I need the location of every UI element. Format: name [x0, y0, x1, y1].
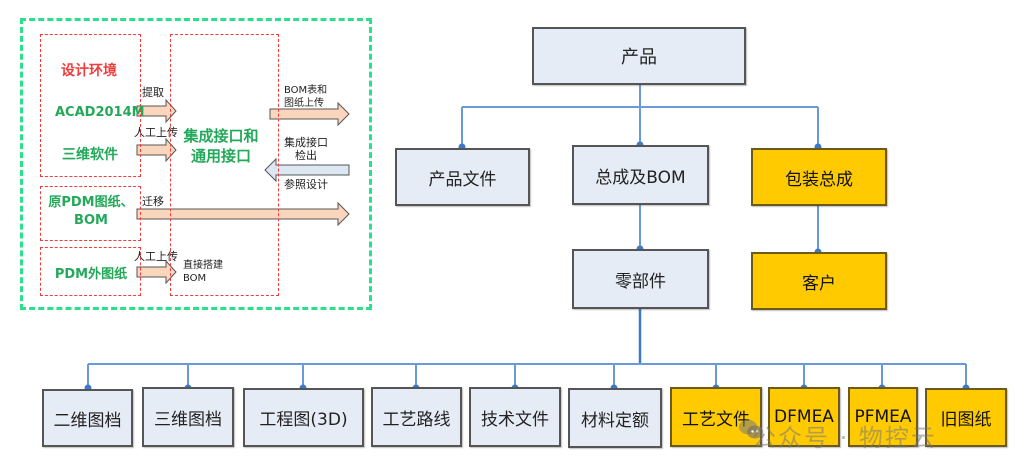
bom-upload-label: BOM表和图纸上传 — [284, 85, 328, 109]
tree-node-label: 产品文件 — [428, 169, 497, 190]
tree-node-technical-docs: 技术文件 — [469, 387, 561, 447]
tree-node-label: 旧图纸 — [940, 410, 992, 430]
tree-node-label: 包装总成 — [785, 169, 853, 190]
tree-node-assembly-bom: 总成及BOM — [572, 145, 709, 205]
manual-upload-label-1: 人工上传 — [134, 126, 178, 139]
tree-node-label: 总成及BOM — [595, 167, 686, 188]
tree-node-3d-drawings: 三维图档 — [142, 387, 234, 447]
tree-node-label: 零部件 — [615, 271, 666, 292]
tree-node-dfmea: DFMEA — [768, 387, 840, 447]
tree-node-2d-drawings: 二维图档 — [42, 389, 133, 447]
tree-node-process-docs: 工艺文件 — [670, 387, 762, 447]
tree-node-label: 材料定额 — [581, 410, 649, 431]
legacy-pdm-frame — [40, 186, 141, 241]
tree-node-old-drawings: 旧图纸 — [925, 388, 1007, 447]
tree-node-label: DFMEA — [774, 407, 834, 427]
migrate-label: 迁移 — [142, 195, 164, 208]
tree-node-customer: 客户 — [751, 252, 887, 310]
wechat-icon — [739, 419, 763, 439]
tree-node-label: 工程图(3D) — [259, 410, 348, 430]
tree-node-label: 工艺文件 — [682, 409, 750, 430]
external-pdm-label: PDM外图纸 — [54, 267, 128, 282]
tree-node-process-route: 工艺路线 — [371, 387, 462, 447]
tree-node-label: PFMEA — [854, 407, 912, 427]
tree-node-label: 工艺路线 — [382, 409, 451, 430]
tree-node-pfmea: PFMEA — [848, 387, 918, 447]
tree-node-product: 产品 — [532, 27, 746, 85]
tree-node-label: 三维图档 — [154, 409, 222, 430]
integration-interface-label: 集成接口和通用接口 — [183, 127, 259, 165]
tree-node-label: 二维图档 — [53, 410, 122, 431]
design-env-title: 设计环境 — [61, 63, 117, 79]
tree-node-parts: 零部件 — [572, 249, 709, 309]
tree-node-engineering-drawing: 工程图(3D) — [243, 388, 364, 447]
legacy-pdm-label: 原PDM图纸、BOM — [48, 195, 134, 228]
arrow-extract — [136, 98, 177, 124]
direct-build-bom-label: 直接搭建BOM — [183, 260, 223, 284]
design-env-frame — [40, 34, 141, 177]
integration-panel-frame — [20, 18, 372, 310]
tree-node-material-quota: 材料定额 — [568, 388, 662, 448]
tree-node-label: 技术文件 — [481, 409, 549, 430]
arrow-bom-upload — [269, 101, 350, 127]
acad-label: ACAD2014M — [55, 105, 145, 120]
flow-arrows — [136, 98, 350, 285]
three-d-software-label: 三维软件 — [62, 147, 118, 163]
tree-node-label: 产品 — [621, 47, 657, 68]
tree-connectors — [87, 84, 967, 388]
arrow-manual-upload-1 — [136, 137, 177, 163]
external-pdm-frame — [40, 247, 141, 296]
integration-frame — [170, 34, 279, 296]
reference-design-label: 参照设计 — [284, 178, 328, 191]
checkout-label: 集成接口检出 — [284, 136, 328, 162]
tree-node-label: 客户 — [802, 273, 836, 294]
watermark-text: 公众号 · 物控云 — [752, 424, 937, 452]
extract-label: 提取 — [142, 86, 164, 99]
manual-upload-label-2: 人工上传 — [134, 250, 178, 263]
arrow-manual-upload-2 — [136, 259, 177, 285]
tree-node-product-files: 产品文件 — [395, 148, 530, 206]
arrow-checkout — [264, 157, 350, 183]
tree-node-packaging-assembly: 包装总成 — [751, 148, 887, 206]
